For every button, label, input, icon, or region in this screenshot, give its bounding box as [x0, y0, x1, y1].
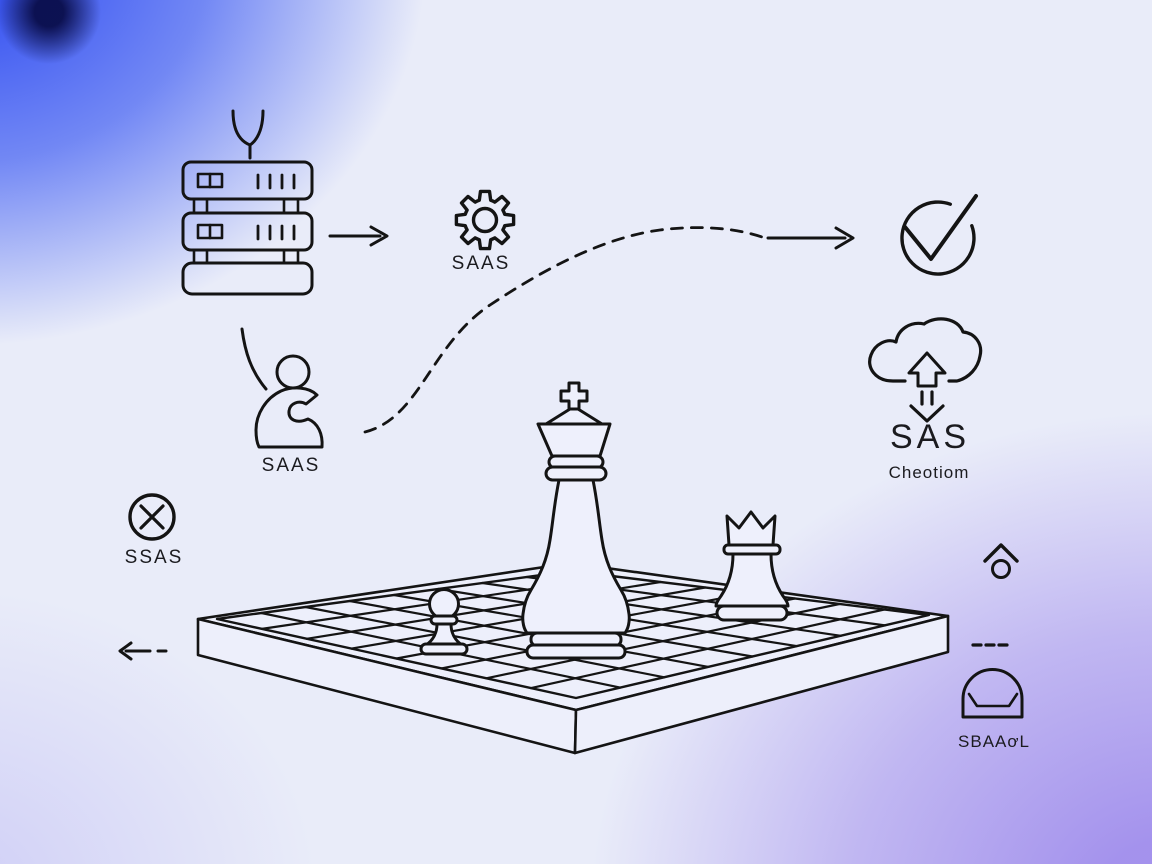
- gear-label: SAAS: [451, 253, 511, 274]
- dome-tray-icon: [961, 668, 1024, 719]
- pawn-piece: [419, 588, 469, 656]
- x-circle-label: SSAS: [124, 547, 184, 568]
- dashed-flow-curve: [363, 226, 764, 434]
- gear-icon: [454, 189, 516, 251]
- board-inner-border: [215, 569, 931, 700]
- person-label: SAAS: [261, 455, 321, 476]
- home-icon: [983, 543, 1019, 579]
- tray-label: SBAAơL: [958, 732, 1030, 751]
- person-icon: [240, 327, 324, 449]
- king-piece: [521, 381, 631, 660]
- x-circle-icon: [128, 493, 176, 541]
- board-right-face: [573, 614, 950, 755]
- right-arrow-icon-2: [766, 226, 855, 250]
- server-rack-icon: [181, 109, 314, 296]
- board-grid-line: [529, 608, 886, 690]
- cloud-title: SAS: [889, 418, 971, 456]
- antenna-icon: [231, 109, 265, 160]
- right-arrow-icon: [328, 225, 389, 247]
- left-dashed-arrow-icon: [118, 641, 168, 661]
- cloud-subtitle: Cheotiom: [888, 463, 970, 482]
- queen-piece: [714, 510, 790, 622]
- check-circle-icon: [900, 194, 978, 276]
- cloud-sync-icon: [868, 317, 983, 423]
